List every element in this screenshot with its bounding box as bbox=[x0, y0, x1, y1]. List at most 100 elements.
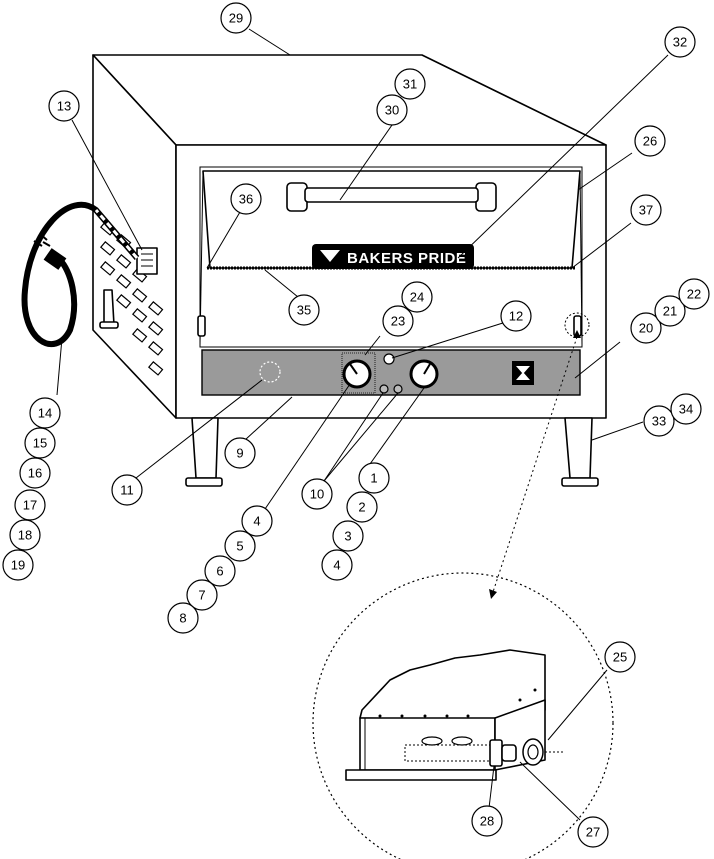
callout-26: 26 bbox=[634, 125, 666, 157]
svg-text:7: 7 bbox=[198, 588, 205, 603]
callout-19: 19 bbox=[2, 549, 34, 581]
svg-text:4: 4 bbox=[253, 514, 260, 529]
power-plug bbox=[33, 233, 67, 270]
callout-bubbles: 1 2 3 4 4 5 6 7 8 9 10 11 12 13 14 15 16… bbox=[2, 2, 710, 848]
svg-text:9: 9 bbox=[236, 446, 243, 461]
callout-2: 2 bbox=[346, 491, 378, 523]
indicator-light bbox=[383, 353, 395, 365]
svg-text:20: 20 bbox=[639, 321, 653, 336]
callout-33: 33 bbox=[643, 405, 675, 437]
detail-magnifier-circle bbox=[312, 572, 614, 859]
callout-12: 12 bbox=[500, 300, 532, 332]
callout-4-upper: 4 bbox=[241, 505, 273, 537]
callout-31: 31 bbox=[394, 68, 426, 100]
oven-top-panel bbox=[92, 54, 607, 146]
svg-text:14: 14 bbox=[38, 406, 52, 421]
svg-text:4: 4 bbox=[333, 558, 340, 573]
svg-text:21: 21 bbox=[663, 304, 677, 319]
svg-text:15: 15 bbox=[33, 436, 47, 451]
svg-text:36: 36 bbox=[239, 192, 253, 207]
callout-16: 16 bbox=[19, 457, 51, 489]
element-terminal-bracket bbox=[489, 739, 503, 767]
callout-24: 24 bbox=[401, 281, 433, 313]
callout-37: 37 bbox=[630, 194, 662, 226]
left-thermostat-knob bbox=[341, 352, 376, 394]
svg-text:2: 2 bbox=[358, 500, 365, 515]
svg-text:3: 3 bbox=[344, 529, 351, 544]
callout-28: 28 bbox=[471, 805, 503, 837]
callout-4-lower: 4 bbox=[321, 549, 353, 581]
callout-6: 6 bbox=[204, 555, 236, 587]
door-handle bbox=[286, 182, 497, 212]
svg-text:25: 25 bbox=[613, 650, 627, 665]
svg-text:24: 24 bbox=[410, 290, 424, 305]
callout-30: 30 bbox=[376, 94, 408, 126]
svg-text:8: 8 bbox=[179, 611, 186, 626]
svg-text:1: 1 bbox=[370, 471, 377, 486]
callout-25: 25 bbox=[604, 641, 636, 673]
power-cord bbox=[21, 201, 140, 348]
callout-10: 10 bbox=[301, 478, 333, 510]
panel-hidden-component bbox=[259, 361, 281, 383]
svg-text:30: 30 bbox=[385, 103, 399, 118]
callout-leader-lines bbox=[56, 28, 669, 821]
svg-text:23: 23 bbox=[391, 314, 405, 329]
callout-17: 17 bbox=[14, 489, 46, 521]
callout-9: 9 bbox=[224, 437, 256, 469]
callout-36: 36 bbox=[230, 183, 262, 215]
svg-text:10: 10 bbox=[310, 487, 324, 502]
svg-text:11: 11 bbox=[120, 483, 134, 498]
callout-20: 20 bbox=[630, 312, 662, 344]
bakers-pride-nameplate: BAKERS PRIDE bbox=[312, 244, 474, 269]
svg-text:13: 13 bbox=[57, 99, 71, 114]
callout-14: 14 bbox=[29, 397, 61, 429]
callout-3: 3 bbox=[332, 520, 364, 552]
callout-13: 13 bbox=[48, 90, 80, 122]
nameplate-text: BAKERS PRIDE bbox=[347, 250, 466, 267]
heating-element-detail-view bbox=[312, 330, 614, 859]
callout-22: 22 bbox=[678, 278, 710, 310]
callout-23: 23 bbox=[382, 305, 414, 337]
svg-text:26: 26 bbox=[643, 134, 657, 149]
svg-text:37: 37 bbox=[639, 203, 653, 218]
svg-text:12: 12 bbox=[509, 309, 523, 324]
callout-15: 15 bbox=[24, 427, 56, 459]
callout-29: 29 bbox=[220, 2, 252, 34]
svg-text:5: 5 bbox=[236, 539, 243, 554]
svg-text:29: 29 bbox=[229, 11, 243, 26]
svg-text:6: 6 bbox=[216, 564, 223, 579]
svg-text:16: 16 bbox=[28, 466, 42, 481]
svg-text:19: 19 bbox=[11, 558, 25, 573]
control-panel-logo-badge bbox=[512, 361, 534, 385]
svg-text:32: 32 bbox=[673, 35, 687, 50]
callout-5: 5 bbox=[224, 530, 256, 562]
callout-21: 21 bbox=[654, 295, 686, 327]
oven-legs bbox=[99, 289, 599, 487]
svg-text:18: 18 bbox=[18, 528, 32, 543]
svg-text:35: 35 bbox=[297, 303, 311, 318]
callout-27: 27 bbox=[577, 816, 609, 848]
svg-text:22: 22 bbox=[687, 287, 701, 302]
callout-32: 32 bbox=[664, 26, 696, 58]
svg-text:27: 27 bbox=[586, 825, 600, 840]
oven-door-opening bbox=[199, 166, 583, 348]
svg-text:33: 33 bbox=[652, 414, 666, 429]
callout-7: 7 bbox=[186, 579, 218, 611]
svg-text:34: 34 bbox=[679, 402, 693, 417]
pilot-light-right bbox=[393, 384, 403, 394]
oven-body: BAKERS PRIDE bbox=[92, 54, 607, 487]
left-door-hinge bbox=[197, 315, 206, 337]
side-ventilation-slots bbox=[99, 220, 164, 376]
cord-strain-relief-plate bbox=[136, 247, 158, 275]
right-thermostat-knob bbox=[409, 359, 439, 389]
callout-34: 34 bbox=[670, 393, 702, 425]
callout-18: 18 bbox=[9, 519, 41, 551]
callout-35: 35 bbox=[288, 294, 320, 326]
pilot-light-left bbox=[379, 384, 389, 394]
callout-8: 8 bbox=[167, 602, 199, 634]
callout-11: 11 bbox=[111, 474, 143, 506]
svg-text:28: 28 bbox=[480, 814, 494, 829]
svg-text:31: 31 bbox=[403, 77, 417, 92]
hidden-heating-element-end bbox=[564, 312, 590, 338]
